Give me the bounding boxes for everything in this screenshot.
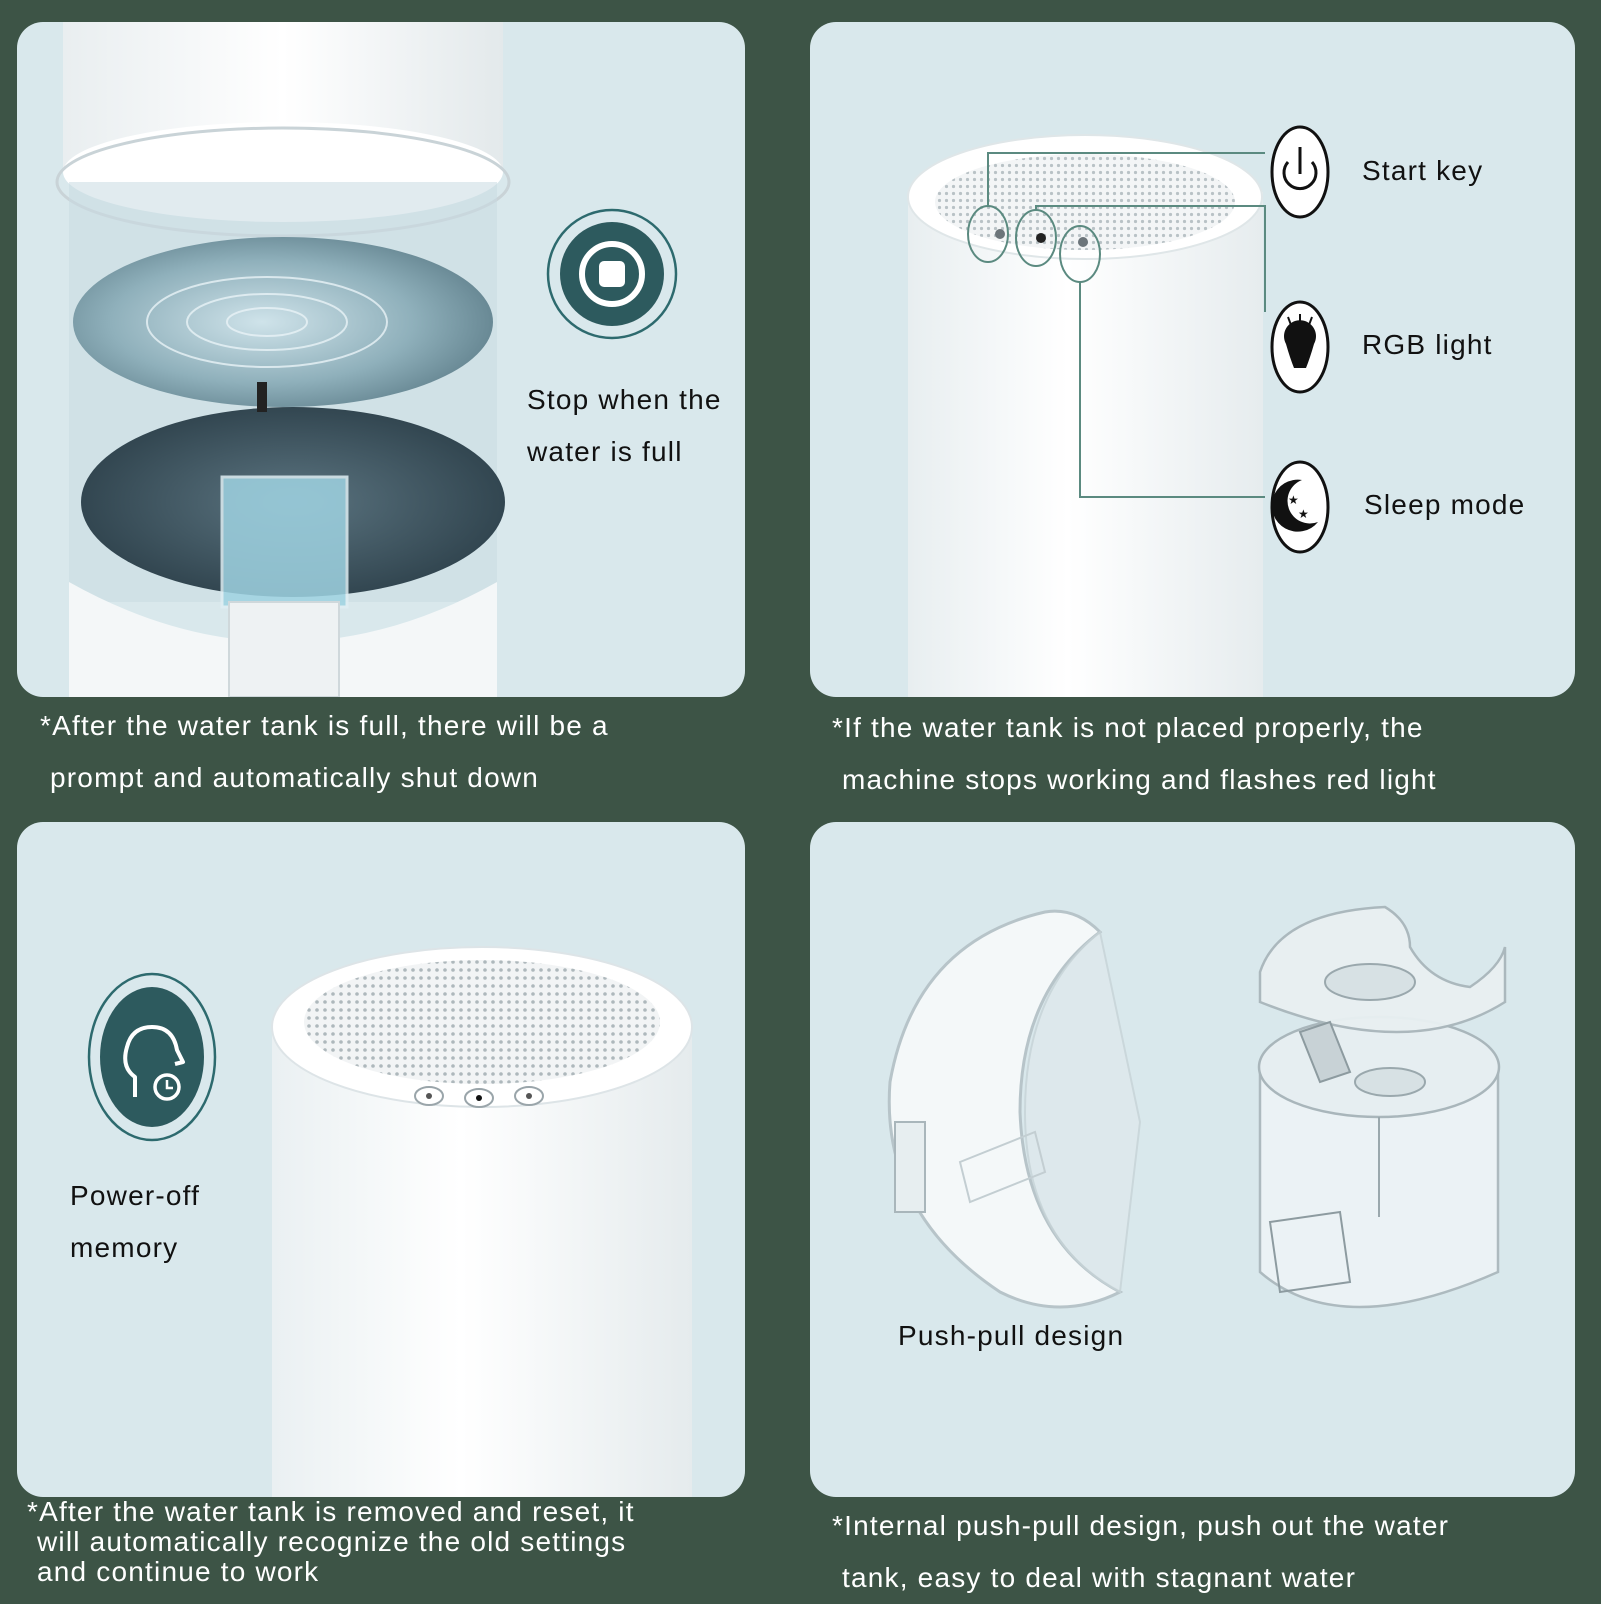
panel-stop-when-full: Stop when the water is full [17,22,745,697]
power-off-memory-label: Power-off memory [70,1180,201,1263]
svg-text:★: ★ [1298,507,1309,521]
caption-stop-when-full: *After the water tank is full, there wil… [40,710,609,793]
svg-text:★: ★ [1288,493,1299,507]
power-icon [1270,125,1330,219]
round-tank-part [1257,905,1507,1309]
panel-power-off-memory: Power-off memory [17,822,745,1497]
panel-push-pull-design: Push-pull design [810,822,1575,1497]
caption-push-pull-design: *Internal push-pull design, push out the… [832,1510,1450,1593]
sleep-mode-label: Sleep mode [1364,489,1526,520]
moon-stars-icon: ★ ★ [1270,460,1330,554]
push-pull-design-label: Push-pull design [898,1320,1125,1351]
humidifier-top-illustration: ★ ★ [907,125,1330,697]
water-tank-parts-illustration [887,905,1507,1309]
crescent-tank-part [887,909,1142,1309]
head-clock-memory-icon [87,972,217,1142]
humidifier-tank-illustration [55,22,678,697]
stop-when-full-label: Stop when the water is full [527,384,722,467]
lightbulb-icon [1270,300,1330,394]
caption-power-off-memory: *After the water tank is removed and res… [27,1496,635,1587]
rgb-light-label: RGB light [1362,329,1493,360]
stop-square-icon [546,208,678,340]
start-key-label: Start key [1362,155,1484,186]
caption-controls: *If the water tank is not placed properl… [832,712,1437,795]
panel-control-buttons: ★ ★ Start key RGB light Sleep mode [810,22,1575,697]
humidifier-front-illustration [87,946,693,1497]
